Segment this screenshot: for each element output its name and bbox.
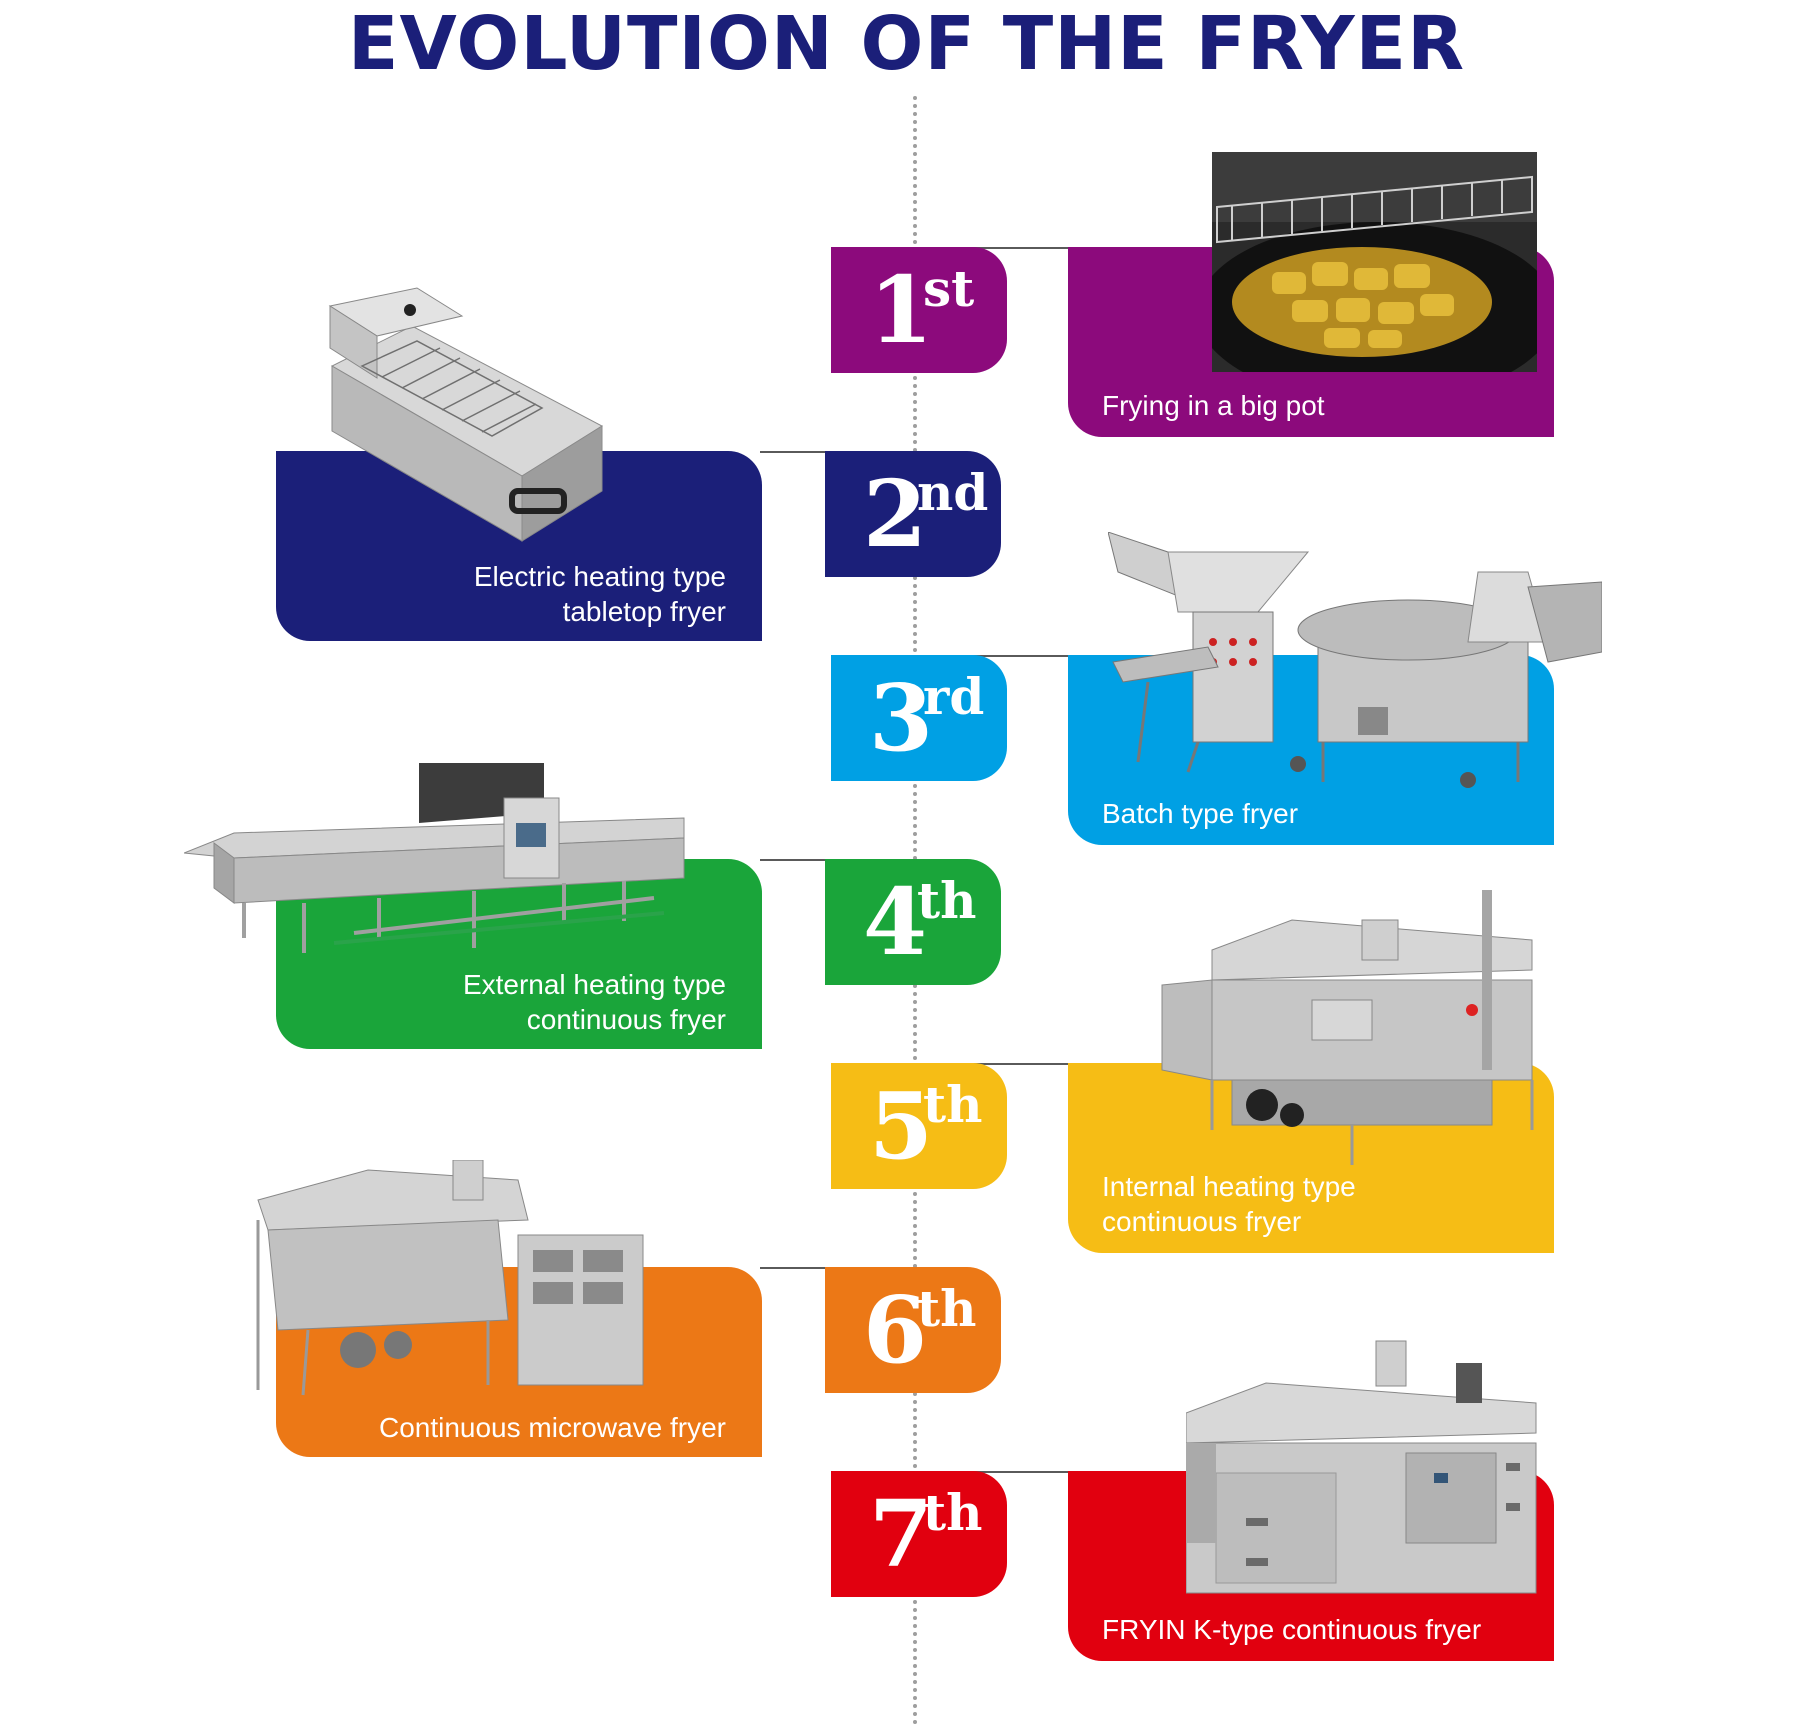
ordinal: 5 th	[831, 1063, 1007, 1189]
ordinal-suffix: nd	[917, 463, 989, 522]
ordinal-number: 4	[863, 868, 928, 976]
ordinal-number: 5	[869, 1072, 934, 1180]
ordinal-number: 6	[863, 1276, 928, 1384]
caption-line: External heating type	[462, 969, 726, 1000]
stage-3-caption: Batch type fryer	[1102, 796, 1298, 831]
ordinal-suffix: th	[917, 871, 977, 930]
ordinal: 4 th	[825, 859, 1001, 985]
ordinal-number: 1	[869, 256, 934, 364]
ordinal-number: 3	[869, 664, 934, 772]
stage-7-badge: 7 th	[831, 1471, 1007, 1597]
ordinal: 1 st	[831, 247, 1007, 373]
internal-continuous-fryer-photo	[1152, 890, 1564, 1165]
caption-line: continuous fryer	[526, 1004, 726, 1035]
connector-line	[915, 655, 1070, 657]
caption-line: Batch type fryer	[1102, 798, 1299, 829]
stage-2-caption: Electric heating type tabletop fryer	[474, 559, 726, 629]
caption-line: Frying in a big pot	[1102, 390, 1325, 421]
caption-line: Internal heating type	[1102, 1171, 1356, 1202]
caption-line: FRYIN K-type continuous fryer	[1102, 1614, 1482, 1645]
pot-fryer-photo	[1212, 152, 1537, 372]
external-continuous-fryer-photo	[184, 763, 699, 971]
k-type-fryer-photo	[1186, 1333, 1542, 1601]
stage-1-badge: 1 st	[831, 247, 1007, 373]
stage-6-caption: Continuous microwave fryer	[379, 1410, 726, 1445]
caption-line: Electric heating type	[473, 561, 726, 592]
ordinal: 2 nd	[825, 451, 1001, 577]
stage-2-badge: 2 nd	[825, 451, 1001, 577]
stage-3-badge: 3 rd	[831, 655, 1007, 781]
stage-5-badge: 5 th	[831, 1063, 1007, 1189]
ordinal: 6 th	[825, 1267, 1001, 1393]
ordinal-suffix: th	[923, 1483, 983, 1542]
stage-6-badge: 6 th	[825, 1267, 1001, 1393]
stage-1-caption: Frying in a big pot	[1102, 388, 1325, 423]
stage-4-caption: External heating type continuous fryer	[463, 967, 726, 1037]
connector-line	[915, 247, 1070, 249]
connector-line	[915, 1471, 1070, 1473]
ordinal-suffix: th	[923, 1075, 983, 1134]
connector-line	[915, 1063, 1070, 1065]
stage-5-caption: Internal heating type continuous fryer	[1102, 1169, 1356, 1239]
ordinal: 3 rd	[831, 655, 1007, 781]
stage-4-badge: 4 th	[825, 859, 1001, 985]
ordinal: 7 th	[831, 1471, 1007, 1597]
tabletop-fryer-photo	[322, 286, 608, 548]
ordinal-suffix: th	[917, 1279, 977, 1338]
stage-7-caption: FRYIN K-type continuous fryer	[1102, 1612, 1481, 1647]
microwave-fryer-photo	[248, 1160, 648, 1398]
page-title: EVOLUTION OF THE FRYER	[347, 1, 1466, 87]
ordinal-suffix: rd	[923, 667, 985, 726]
caption-line: Continuous microwave fryer	[378, 1412, 726, 1443]
caption-line: tabletop fryer	[562, 596, 726, 627]
batch-fryer-photo	[1108, 532, 1602, 794]
ordinal-number: 7	[869, 1480, 934, 1588]
ordinal-suffix: st	[923, 259, 975, 318]
ordinal-number: 2	[863, 460, 928, 568]
caption-line: continuous fryer	[1102, 1206, 1302, 1237]
